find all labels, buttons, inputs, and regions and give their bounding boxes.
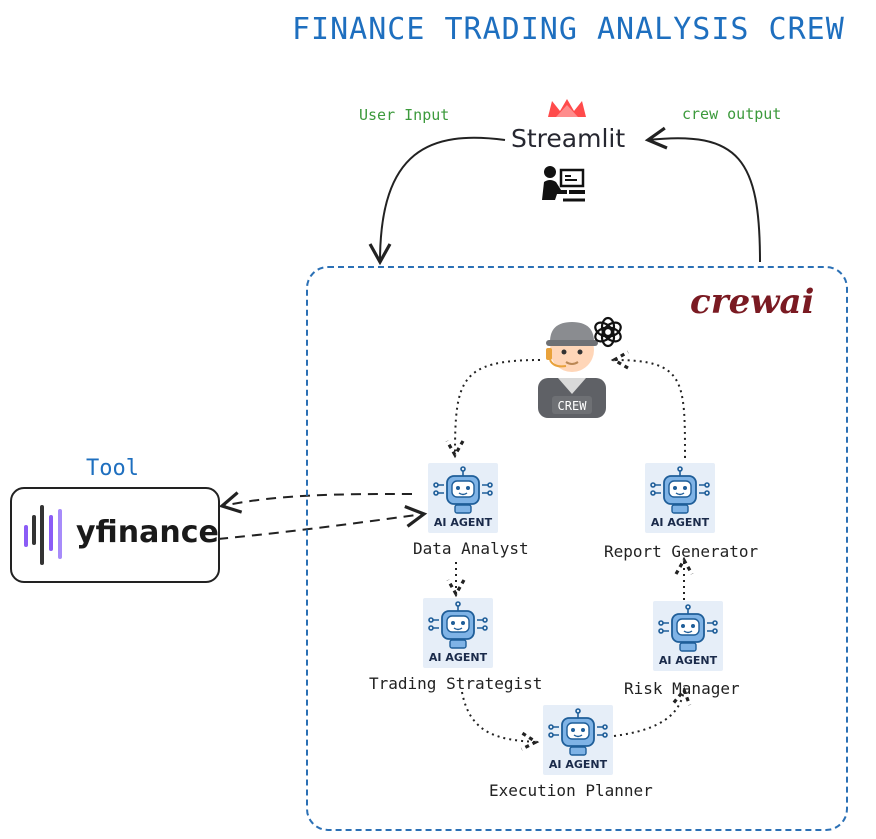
yfinance-tool: yfinance [10, 487, 220, 583]
agent-label-risk-manager: Risk Manager [624, 679, 740, 698]
user-desk-icon [542, 166, 585, 202]
yfinance-bars-icon [24, 505, 62, 565]
agent-label-execution-planner: Execution Planner [489, 781, 653, 800]
robot-icon [650, 466, 710, 514]
agent-card-report-generator: AI AGENT [645, 463, 715, 533]
streamlit-label: Streamlit [511, 124, 626, 153]
crew-output-arrow [644, 126, 761, 263]
agent-card-title: AI AGENT [650, 516, 710, 529]
robot-icon [548, 708, 608, 756]
tool-to-yfinance-arrow [218, 491, 413, 514]
crew-to-data-analyst-arrow [455, 359, 541, 455]
tool-label: Tool [86, 456, 139, 481]
agent-card-data-analyst: AI AGENT [428, 463, 498, 533]
agent-card-trading-strategist: AI AGENT [423, 598, 493, 668]
agent-label-trading-strategist: Trading Strategist [369, 674, 543, 693]
openai-icon [594, 316, 622, 348]
robot-icon [658, 604, 718, 652]
agent-card-title: AI AGENT [428, 651, 488, 664]
crewai-logo: crewai [690, 282, 815, 322]
agent-card-risk-manager: AI AGENT [653, 601, 723, 671]
agent-card-title: AI AGENT [548, 758, 608, 771]
agent-label-data-analyst: Data Analyst [413, 539, 529, 558]
strategist-to-planner-arrow [461, 691, 536, 742]
crew-output-label: crew output [682, 105, 782, 123]
diagram-title: FINANCE TRADING ANALYSIS CREW [292, 12, 845, 47]
agent-label-report-generator: Report Generator [604, 542, 759, 561]
yfinance-to-tool-arrow [217, 505, 428, 540]
report-to-crew-arrow [614, 360, 686, 459]
yfinance-name: yfinance [76, 515, 219, 550]
agent-card-title: AI AGENT [658, 654, 718, 667]
agent-card-title: AI AGENT [433, 516, 493, 529]
user-input-label: User Input [359, 106, 450, 124]
crew-manager-icon: CREW [538, 322, 606, 418]
planner-to-risk-arrow [613, 690, 684, 737]
crew-boundary [306, 266, 848, 831]
crew-badge: CREW [558, 399, 588, 413]
agent-card-execution-planner: AI AGENT [543, 705, 613, 775]
user-input-arrow [368, 136, 506, 266]
streamlit-crown-icon [548, 99, 586, 117]
robot-icon [428, 601, 488, 649]
robot-icon [433, 466, 493, 514]
